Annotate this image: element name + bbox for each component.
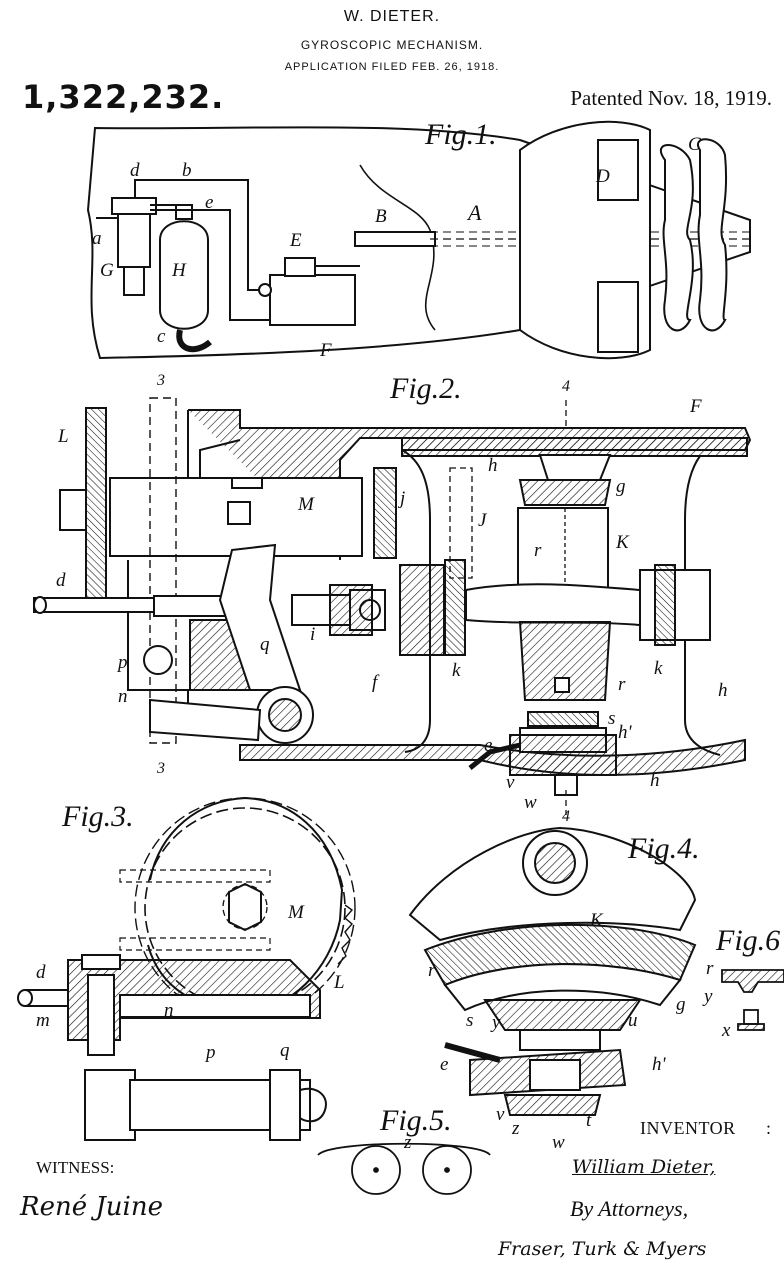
fig2-ref-p: p	[118, 652, 128, 673]
fig4-label: Fig.4.	[628, 832, 700, 865]
fig2-section-3-bottom: 3	[157, 760, 165, 777]
fig4-ref-h-prime: h'	[652, 1054, 666, 1075]
fig5-ref-z: z	[404, 1132, 412, 1153]
fig3-ref-p: p	[206, 1042, 216, 1063]
fig4-ref-t: t	[586, 1110, 592, 1131]
fig3-ref-M: M	[288, 902, 304, 923]
fig2-label: Fig.2.	[390, 372, 462, 405]
fig6-drawing	[721, 969, 784, 1031]
fig2-ref-e: e	[484, 735, 493, 756]
fig4-ref-s: s	[466, 1010, 474, 1031]
fig1-ref-c: c	[157, 326, 166, 347]
fig1-ref-G: G	[100, 260, 114, 281]
fig3-drawing	[17, 796, 356, 1141]
fig3-ref-m: m	[36, 1010, 50, 1031]
fig2-section-4-top: 4	[562, 378, 570, 395]
fig2-ref-v: v	[506, 772, 515, 793]
fig2-ref-r-lower: r	[618, 674, 626, 695]
fig2-ref-F: F	[690, 396, 702, 417]
attorneys-signature: Fraser, Turk & Myers	[498, 1238, 707, 1260]
fig2-ref-w: w	[524, 792, 537, 813]
fig1-ref-a: a	[92, 228, 102, 249]
fig2-ref-h-right: h	[718, 680, 728, 701]
inventor-signature: William Dieter,	[572, 1156, 716, 1178]
fig3-ref-L: L	[334, 972, 345, 993]
invention-title: GYROSCOPIC MECHANISM.	[300, 38, 484, 52]
witness-label: WITNESS:	[36, 1158, 115, 1177]
fig4-ref-g: g	[676, 994, 686, 1015]
fig2-ref-k-right: k	[654, 658, 663, 679]
fig4-ref-w: w	[552, 1132, 565, 1153]
fig2-ref-n: n	[118, 686, 128, 707]
inventor-colon: :	[766, 1118, 772, 1138]
fig1-ref-A: A	[468, 200, 482, 225]
fig5-drawing	[317, 1142, 491, 1195]
fig1-ref-F: F	[320, 340, 332, 361]
fig1-ref-C: C	[688, 134, 701, 155]
fig2-ref-i: i	[310, 624, 316, 645]
fig4-ref-y: y	[492, 1012, 501, 1033]
patent-date: Patented Nov. 18, 1919.	[570, 86, 772, 110]
fig1-ref-e: e	[205, 192, 214, 213]
fig2-ref-h-top: h	[488, 455, 498, 476]
fig3-ref-q: q	[280, 1040, 290, 1061]
fig4-drawing	[408, 826, 697, 1116]
fig4-ref-r-left: r	[428, 960, 436, 981]
application-date: APPLICATION FILED FEB. 26, 1918.	[284, 61, 500, 73]
fig2-ref-h-bottom: h	[650, 770, 660, 791]
fig4-ref-v: v	[496, 1104, 505, 1125]
fig3-label: Fig.3.	[62, 800, 134, 833]
fig1-label: Fig.1.	[425, 118, 497, 151]
fig1-ref-E: E	[290, 230, 302, 251]
fig3-ref-d: d	[36, 962, 46, 983]
fig2-ref-J: J	[478, 510, 487, 531]
fig2-ref-r-upper: r	[534, 540, 542, 561]
fig5-label: Fig.5.	[380, 1104, 452, 1137]
patent-number: 1,322,232.	[22, 78, 225, 116]
fig2-ref-g: g	[616, 476, 626, 497]
inventor-name: W. DIETER.	[343, 8, 441, 25]
fig4-ref-K: K	[590, 910, 603, 931]
fig1-ref-B: B	[375, 206, 387, 227]
fig4-ref-e: e	[440, 1054, 449, 1075]
fig1-drawing	[86, 120, 751, 360]
fig2-ref-k-left: k	[452, 660, 461, 681]
fig6-ref-y: y	[704, 986, 713, 1007]
fig4-ref-r-right: r	[706, 958, 714, 979]
witness-signature: René Juine	[20, 1192, 163, 1222]
fig2-ref-f: f	[372, 672, 378, 693]
fig1-ref-D: D	[596, 166, 610, 187]
fig2-ref-q: q	[260, 634, 270, 655]
fig2-ref-M: M	[298, 494, 314, 515]
fig1-ref-d: d	[130, 160, 140, 181]
fig6-ref-x: x	[722, 1020, 731, 1041]
fig4-ref-u: u	[628, 1010, 638, 1031]
fig4-ref-z: z	[512, 1118, 520, 1139]
fig6-label: Fig.6	[716, 924, 781, 957]
fig2-ref-K: K	[616, 532, 629, 553]
fig2-ref-j: j	[400, 488, 406, 509]
fig2-section-4-bottom: 4	[562, 808, 570, 825]
fig2-drawing	[33, 397, 752, 815]
fig2-ref-L: L	[58, 426, 69, 447]
fig2-section-3-top: 3	[157, 372, 165, 389]
fig2-ref-d: d	[56, 570, 66, 591]
fig1-ref-b: b	[182, 160, 192, 181]
inventor-label: INVENTOR	[640, 1118, 736, 1138]
fig2-ref-h-prime: h'	[618, 722, 632, 743]
fig3-ref-n: n	[164, 1000, 174, 1021]
fig1-ref-H: H	[172, 260, 186, 281]
attorneys-label: By Attorneys,	[570, 1196, 689, 1221]
fig2-ref-s: s	[608, 708, 616, 729]
